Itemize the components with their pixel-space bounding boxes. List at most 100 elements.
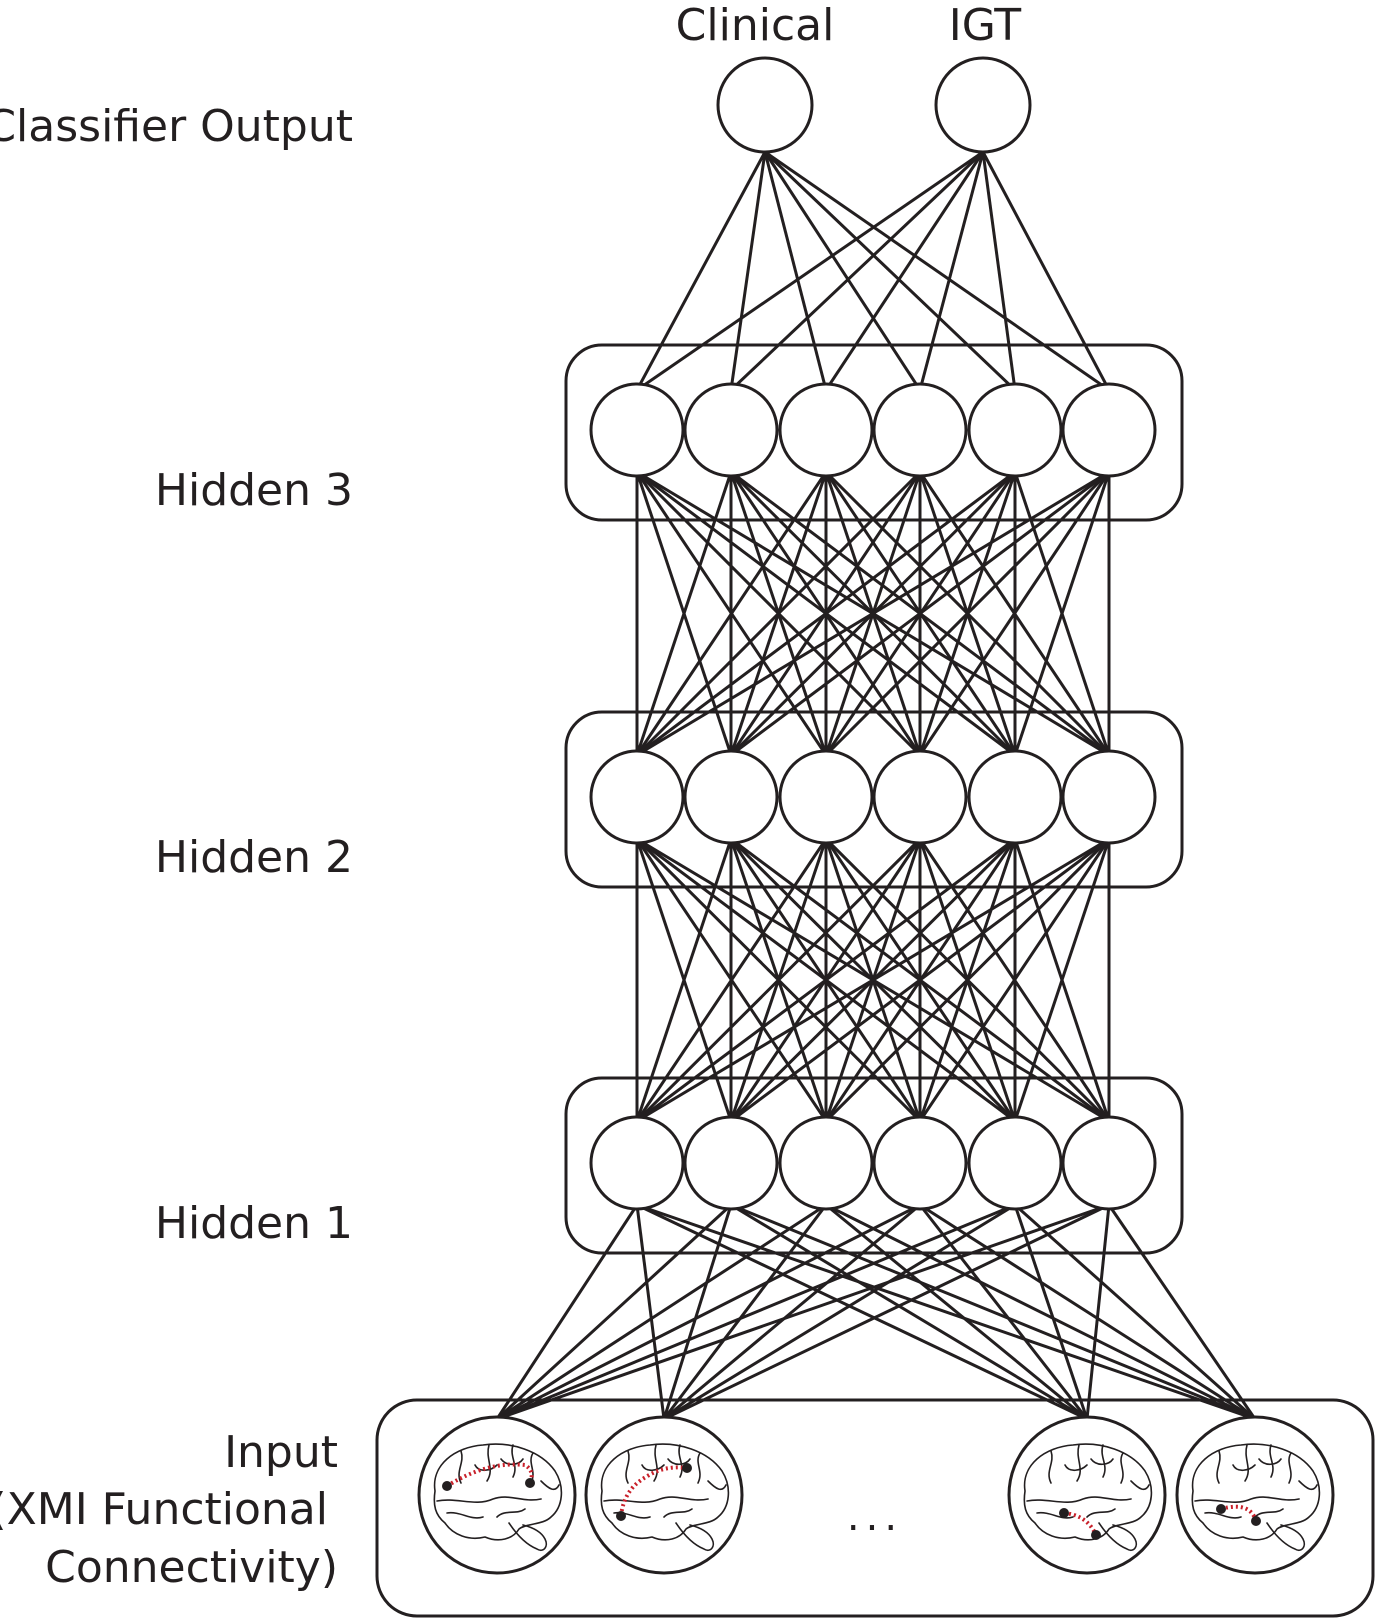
edge-h1-0-input-3	[636, 1203, 1256, 1421]
brain-outline-8	[663, 1508, 693, 1518]
input-ellipsis: ...	[847, 1494, 903, 1540]
h3-node-1	[683, 382, 779, 478]
brain-outline-0	[600, 1443, 730, 1541]
edge-output-0-h3-5	[764, 150, 1110, 392]
edge-h1-2-input-1	[662, 1204, 828, 1420]
brain-outline-8	[1086, 1508, 1116, 1518]
roi-point	[442, 1481, 452, 1491]
edge-output-1-h3-5	[981, 151, 1111, 391]
input-brain-nodes	[417, 1415, 1335, 1575]
connectivity-line	[445, 1462, 534, 1488]
roi-point	[1216, 1504, 1226, 1514]
edge-output-0-h3-1	[729, 151, 767, 391]
input-brain-node-1	[584, 1415, 744, 1575]
layer-nodes	[589, 56, 1157, 1211]
h3-node-2	[778, 382, 874, 478]
output-node-0	[716, 56, 814, 154]
h1-node-3	[872, 1115, 968, 1211]
hidden3-label: Hidden 3	[155, 465, 353, 516]
h1-layer-box	[564, 1076, 1184, 1255]
brain-outline-6	[1048, 1450, 1053, 1484]
h1-node-2	[778, 1115, 874, 1211]
brain-outline-9	[1232, 1464, 1256, 1472]
input-brain-node-0	[417, 1415, 577, 1575]
edge-output-1-h3-4	[981, 151, 1017, 391]
brain-outline-11	[540, 1480, 560, 1491]
connectivity-line	[1063, 1511, 1098, 1536]
output-label-igt: IGT	[949, 0, 1022, 51]
brain-outline-7	[1036, 1511, 1074, 1519]
edge-output-0-h3-4	[763, 150, 1017, 392]
output-node-1	[934, 56, 1032, 154]
h1-node-4	[967, 1115, 1063, 1211]
h3-node-5	[1061, 382, 1157, 478]
brain-outline-2	[603, 1496, 709, 1503]
input-brain-node-2	[1007, 1415, 1167, 1575]
brain-icon	[1191, 1443, 1321, 1552]
edge-output-0-h3-0	[635, 151, 767, 391]
output-label-clinical: Clinical	[676, 0, 835, 51]
edge-h1-1-input-2	[730, 1203, 1088, 1421]
roi-point	[525, 1478, 535, 1488]
h2-node-1	[683, 749, 779, 845]
h2-node-2	[778, 749, 874, 845]
edge-output-1-h3-3	[918, 151, 985, 391]
brain-outline-2	[1026, 1496, 1132, 1503]
brain-outline-4	[1101, 1444, 1106, 1478]
edge-output-1-h3-0	[636, 150, 984, 392]
brain-outline-11	[1298, 1480, 1318, 1491]
brain-outline-8	[1254, 1508, 1284, 1518]
brain-outline-3	[653, 1444, 658, 1482]
brain-outline-2	[436, 1496, 542, 1503]
h3-node-4	[967, 382, 1063, 478]
brain-outline-7	[446, 1511, 484, 1519]
h2-node-3	[872, 749, 968, 845]
edge-h1-3-input-2	[918, 1204, 1089, 1420]
brain-outline-6	[458, 1450, 463, 1484]
brain-outline-1	[675, 1522, 715, 1552]
brain-outline-10	[500, 1458, 524, 1466]
brain-outline-9	[1064, 1464, 1088, 1472]
input-label-line2: (XMI Functional	[0, 1484, 328, 1535]
h1-node-1	[683, 1115, 779, 1211]
edge-h1-1-input-0	[495, 1203, 733, 1421]
brain-outline-1	[1266, 1522, 1306, 1552]
input-label-line1: Input	[224, 1427, 338, 1478]
brain-outline-8	[496, 1508, 526, 1518]
h1-node-5	[1061, 1115, 1157, 1211]
layer-boxes	[375, 343, 1375, 1618]
brain-icon	[433, 1443, 563, 1552]
brain-outline-5	[1120, 1452, 1124, 1484]
brain-icon	[1023, 1443, 1153, 1552]
edge-h1-5-input-1	[663, 1203, 1110, 1421]
brain-outline-6	[1216, 1450, 1221, 1484]
h3-node-0	[589, 382, 685, 478]
h2-node-4	[967, 749, 1063, 845]
edge-output-1-h3-2	[824, 151, 985, 391]
brain-outline-0	[433, 1443, 563, 1541]
edge-h1-2-input-3	[825, 1203, 1256, 1421]
brain-outline-4	[678, 1444, 683, 1478]
brain-outline-3	[486, 1444, 491, 1482]
edge-h1-4-input-2	[1013, 1204, 1089, 1420]
h2-layer-box	[564, 710, 1184, 889]
edge-output-0-h3-2	[763, 151, 828, 391]
edge-h1-0-input-0	[495, 1204, 639, 1420]
edge-output-0-h3-3	[763, 151, 922, 391]
brain-outline-6	[625, 1450, 630, 1484]
h2-node-5	[1061, 749, 1157, 845]
h3-layer-box	[564, 343, 1184, 522]
brain-outline-11	[1130, 1480, 1150, 1491]
input-brain-node-3	[1175, 1415, 1335, 1575]
brain-outline-5	[1288, 1452, 1292, 1484]
edge-h1-1-input-1	[662, 1204, 733, 1420]
input-node-2	[1007, 1415, 1167, 1575]
hidden2-label: Hidden 2	[155, 832, 353, 883]
classifier-output-label: Classifier Output	[0, 101, 353, 152]
edge-h1-4-input-3	[1014, 1203, 1256, 1421]
edge-h1-0-input-1	[635, 1204, 666, 1420]
brain-icon	[600, 1443, 730, 1552]
edge-h1-4-input-1	[663, 1203, 1016, 1421]
edge-h1-2-input-0	[496, 1203, 827, 1421]
brain-outline-3	[1076, 1444, 1081, 1482]
